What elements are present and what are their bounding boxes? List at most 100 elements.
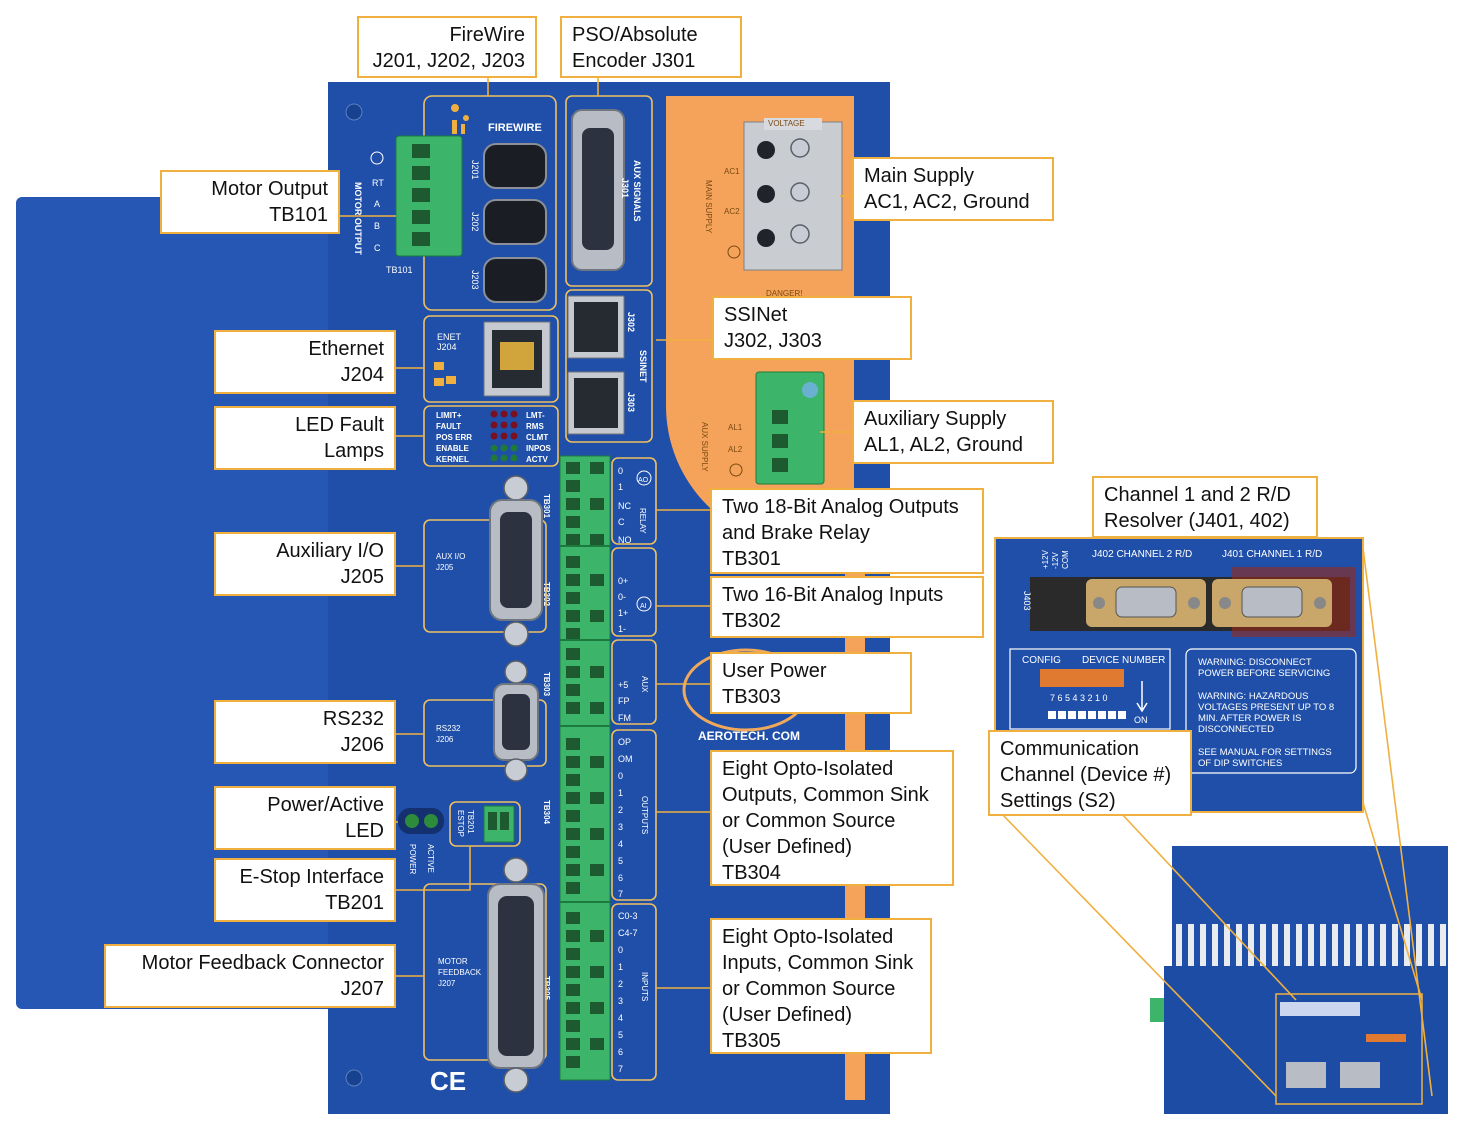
callout-motor-feedback: Motor Feedback Connector J207 xyxy=(104,944,396,1008)
tb301-pin-0: 0 xyxy=(618,466,623,476)
callout-firewire: FireWire J201, J202, J203 xyxy=(357,16,537,78)
active-panel-label: ACTIVE xyxy=(426,844,435,873)
tb304-pin-4: 4 xyxy=(618,839,623,849)
callout-opto-inputs-line5: TB305 xyxy=(722,1030,781,1052)
callout-rs232-line1: RS232 xyxy=(322,708,384,730)
callout-opto-outputs-line5: TB304 xyxy=(722,862,781,884)
ssinet-panel-label: SSINET xyxy=(638,350,648,383)
ai-label: AI xyxy=(640,603,647,610)
callout-motor-output-line2: TB101 xyxy=(269,204,328,226)
j202-label: J202 xyxy=(470,212,480,232)
b-label: B xyxy=(374,221,380,231)
j201-label: J201 xyxy=(470,160,480,180)
callout-opto-outputs-line3: or Common Source xyxy=(722,810,896,832)
inset-warning1-line1: WARNING: DISCONNECT xyxy=(1198,657,1312,668)
motor-feedback-line3: J207 xyxy=(438,979,456,988)
tb302-pin-1m: 1- xyxy=(618,624,626,634)
callout-user-power-line1: User Power xyxy=(722,660,827,682)
callout-led-fault: LED Fault Lamps xyxy=(214,406,396,470)
callout-opto-inputs-line1: Eight Opto-Isolated xyxy=(722,926,894,948)
ac1-label: AC1 xyxy=(724,167,740,176)
callout-main-supply-line2: AC1, AC2, Ground xyxy=(864,191,1030,213)
tb303-pin-5v: +5 xyxy=(618,680,628,690)
callout-led-fault-line2: Lamps xyxy=(323,440,384,462)
tb305-pin-5: 5 xyxy=(618,1030,623,1040)
callout-analog-outputs: Two 18-Bit Analog Outputs and Brake Rela… xyxy=(710,488,984,574)
inset-minus12v: -12V xyxy=(1051,551,1060,569)
motor-feedback-line2: FEEDBACK xyxy=(438,968,482,977)
tb304-pin-5: 5 xyxy=(618,856,623,866)
inset-config-label: CONFIG xyxy=(1022,655,1061,666)
tb304-pin-op: OP xyxy=(618,737,631,747)
j303-panel-label: J303 xyxy=(626,392,636,412)
callout-rs232-line2: J206 xyxy=(340,734,384,756)
danger-label: DANGER! xyxy=(766,289,802,298)
tb305-pin-c47: C4-7 xyxy=(618,928,638,938)
enet-label: ENET xyxy=(437,332,462,342)
outputs-panel-label: OUTPUTS xyxy=(640,796,649,834)
tb301-pin-nc: NC xyxy=(618,501,631,511)
callout-motor-feedback-line2: J207 xyxy=(340,978,384,1000)
inset-j401-label: J401 CHANNEL 1 R/D xyxy=(1222,549,1322,560)
callout-opto-inputs-line3: or Common Source xyxy=(722,978,896,1000)
tb305-pin-2: 2 xyxy=(618,979,623,989)
tb305-pin-0: 0 xyxy=(618,945,623,955)
tb302-pin-0m: 0- xyxy=(618,592,626,602)
inset-com: COM xyxy=(1061,550,1070,569)
led-rms: RMS xyxy=(526,422,544,431)
tb302-pin-1p: 1+ xyxy=(618,608,628,618)
callout-opto-inputs-line4: (User Defined) xyxy=(722,1004,853,1026)
tb305-pin-3: 3 xyxy=(618,996,623,1006)
firewire-panel-label: FIREWIRE xyxy=(488,122,542,134)
callout-pso-line2: Encoder J301 xyxy=(572,50,696,72)
callout-main-supply-line1: Main Supply xyxy=(864,165,975,187)
tb305-pin-7: 7 xyxy=(618,1064,623,1074)
j206-panel-label: J206 xyxy=(436,735,454,744)
tb101-label: TB101 xyxy=(386,265,413,275)
aerotech-logo-text: AEROTECH. COM xyxy=(698,729,800,743)
tb304-pin-om: OM xyxy=(618,754,633,764)
led-lmt-minus: LMT- xyxy=(526,411,545,420)
c-label: C xyxy=(374,243,381,253)
ac2-label: AC2 xyxy=(724,207,740,216)
callout-opto-outputs-line1: Eight Opto-Isolated xyxy=(722,758,894,780)
rt-label: RT xyxy=(372,178,384,188)
callout-opto-outputs: Eight Opto-Isolated Outputs, Common Sink… xyxy=(710,750,954,886)
callout-motor-feedback-line1: Motor Feedback Connector xyxy=(141,952,384,974)
al1-label: AL1 xyxy=(728,423,743,432)
tb301-pin-c: C xyxy=(618,517,625,527)
callout-pso: PSO/Absolute Encoder J301 xyxy=(560,16,742,78)
led-actv: ACTV xyxy=(526,455,548,464)
callout-analog-inputs-line1: Two 16-Bit Analog Inputs xyxy=(722,584,944,606)
callout-auxiliary-supply: Auxiliary Supply AL1, AL2, Ground xyxy=(852,400,1054,464)
callout-ssinet: SSINet J302, J303 xyxy=(712,296,912,360)
callout-ssinet-line1: SSINet xyxy=(724,304,788,326)
aux-io-panel-label: AUX I/O xyxy=(436,552,465,561)
power-panel-label: POWER xyxy=(408,844,417,874)
callout-ethernet: Ethernet J204 xyxy=(214,330,396,394)
inset-plus12v: +12V xyxy=(1041,549,1050,569)
callout-channel-rd-line2: Resolver (J401, 402) xyxy=(1104,510,1290,532)
tb304-pin-0: 0 xyxy=(618,771,623,781)
j302-panel-label: J302 xyxy=(626,312,636,332)
led-enable: ENABLE xyxy=(436,444,470,453)
tb304-pin-3: 3 xyxy=(618,822,623,832)
callout-auxiliary-supply-line1: Auxiliary Supply xyxy=(864,408,1007,430)
ce-mark: CE xyxy=(430,1066,466,1096)
callout-motor-output: Motor Output TB101 xyxy=(160,170,340,234)
callout-analog-inputs-line2: TB302 xyxy=(722,610,781,632)
callout-opto-inputs-line2: Inputs, Common Sink xyxy=(722,952,914,974)
led-kernel: KERNEL xyxy=(436,455,469,464)
main-supply-panel-label: MAIN SUPPLY xyxy=(704,180,713,234)
led-clmt: CLMT xyxy=(526,433,548,442)
callout-communication-line2: Channel (Device #) xyxy=(1000,764,1172,786)
callout-power-led-line1: Power/Active xyxy=(267,794,384,816)
callout-estop-line2: TB201 xyxy=(325,892,384,914)
callout-rs232: RS232 J206 xyxy=(214,700,396,764)
callout-ethernet-line2: J204 xyxy=(340,364,384,386)
tb303-pin-fp: FP xyxy=(618,696,630,706)
callout-pso-line1: PSO/Absolute xyxy=(572,24,698,46)
inset-warning2-line2: VOLTAGES PRESENT UP TO 8 xyxy=(1198,702,1334,713)
tb304-pin-1: 1 xyxy=(618,788,623,798)
j301-panel-label: J301 xyxy=(620,178,630,198)
